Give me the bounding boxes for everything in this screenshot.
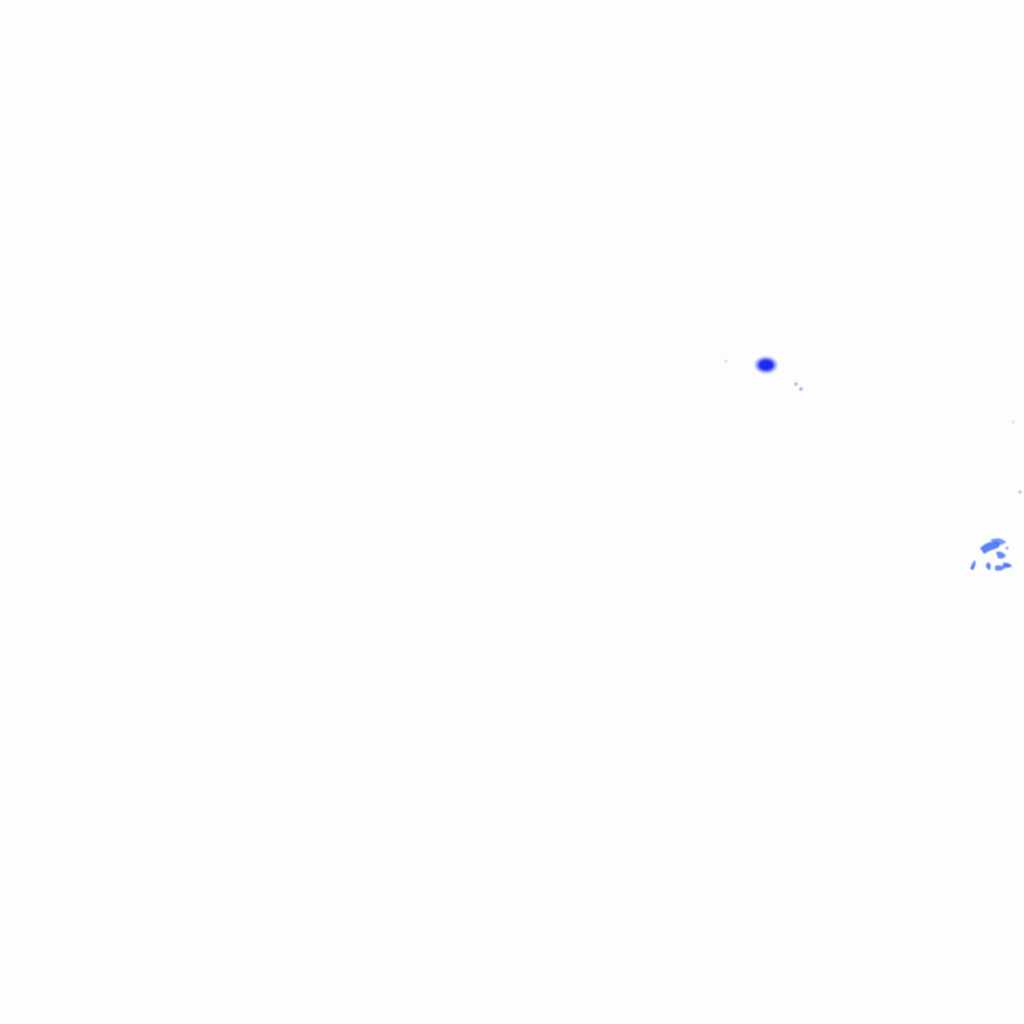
scattered-speck-cluster [970, 538, 1012, 571]
main-blue-blob [755, 357, 777, 373]
faint-specks-near-blob [724, 359, 1022, 494]
